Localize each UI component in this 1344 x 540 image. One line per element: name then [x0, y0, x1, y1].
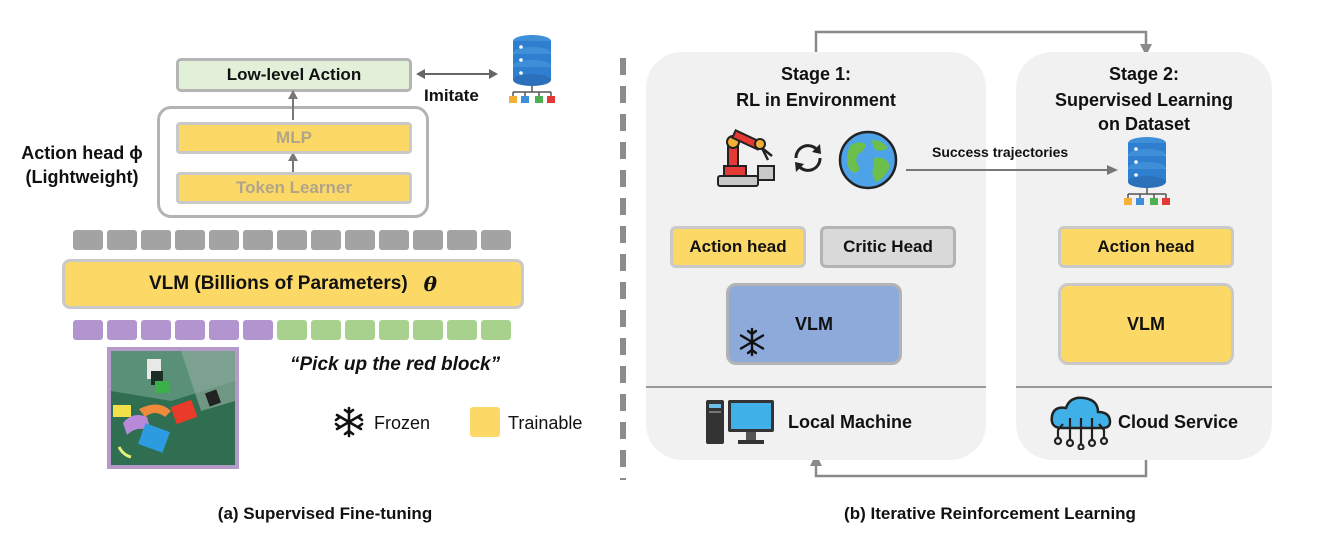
globe-icon — [838, 130, 898, 190]
iteration-loop-arrows — [810, 30, 1152, 478]
image-token — [107, 320, 137, 340]
database-icon — [1124, 137, 1170, 205]
output-token — [379, 230, 409, 250]
local-machine-label: Local Machine — [788, 412, 913, 432]
action-head-label-stage2: Action head — [1097, 237, 1195, 256]
text-token — [345, 320, 375, 340]
scene-image — [107, 347, 239, 469]
stage2-subtitle: Supervised Learning — [1054, 90, 1234, 110]
legend-frozen-label: Frozen — [374, 413, 431, 433]
output-token — [141, 230, 171, 250]
output-token — [447, 230, 477, 250]
arrow-up-to-action — [288, 90, 298, 120]
caption-a: (a) Supervised Fine-tuning — [217, 504, 433, 523]
stage1-title: Stage 1: — [780, 64, 852, 84]
cycle-icon — [794, 144, 822, 172]
token-learner-box: Token Learner — [176, 172, 412, 204]
mlp-box: MLP — [176, 122, 412, 154]
low-level-action-box: Low-level Action — [176, 58, 412, 92]
action-head-box-stage2: Action head — [1058, 226, 1234, 268]
action-head-box-stage1: Action head — [670, 226, 806, 268]
success-trajectories-label: Success trajectories — [932, 144, 1069, 160]
database-icon — [509, 35, 555, 103]
legend-trainable-label: Trainable — [508, 413, 583, 433]
text-token — [277, 320, 307, 340]
output-token — [175, 230, 205, 250]
snowflake-icon — [334, 406, 364, 438]
vlm-box-left: VLM (Billions of Parameters) θ — [62, 259, 524, 309]
legend-trainable-swatch — [470, 407, 500, 437]
image-token — [243, 320, 273, 340]
output-token — [73, 230, 103, 250]
text-token — [311, 320, 341, 340]
action-head-label: Action head ϕ — [21, 143, 143, 163]
output-token — [243, 230, 273, 250]
vlm-label-stage2: VLM — [1127, 313, 1165, 334]
stage2-divider — [1016, 386, 1272, 388]
vlm-label-left: VLM (Billions of Parameters) — [148, 273, 408, 294]
theta-symbol: θ — [423, 272, 437, 296]
output-token — [107, 230, 137, 250]
output-token — [481, 230, 511, 250]
image-token — [73, 320, 103, 340]
critic-head-label: Critic Head — [843, 237, 933, 256]
text-token — [447, 320, 477, 340]
stage1-divider — [646, 386, 986, 388]
success-trajectories-arrow — [906, 165, 1118, 175]
computer-icon — [706, 400, 774, 444]
output-token — [209, 230, 239, 250]
vlm-box-stage2: VLM — [1058, 283, 1234, 365]
image-token — [209, 320, 239, 340]
output-token — [413, 230, 443, 250]
output-token — [311, 230, 341, 250]
action-head-sublabel: (Lightweight) — [25, 167, 139, 187]
imitate-arrow — [416, 69, 498, 79]
text-token — [413, 320, 443, 340]
cloud-service-label: Cloud Service — [1118, 412, 1239, 432]
low-level-action-label: Low-level Action — [226, 65, 362, 84]
arrow-up-to-mlp — [288, 152, 298, 172]
snowflake-icon — [739, 327, 765, 357]
caption-b: (b) Iterative Reinforcement Learning — [844, 504, 1136, 523]
text-token — [481, 320, 511, 340]
action-head-label-stage1: Action head — [689, 237, 787, 256]
mlp-label: MLP — [276, 128, 312, 147]
instruction-text: “Pick up the red block” — [290, 354, 501, 375]
critic-head-box: Critic Head — [820, 226, 956, 268]
output-token — [345, 230, 375, 250]
image-token — [175, 320, 205, 340]
imitate-label: Imitate — [424, 86, 479, 105]
robot-scene-illustration — [111, 351, 235, 465]
vlm-label-stage1: VLM — [795, 313, 833, 334]
text-token — [379, 320, 409, 340]
robot-arm-icon — [717, 129, 775, 187]
stage2-title: Stage 2: — [1108, 64, 1180, 84]
output-token — [277, 230, 307, 250]
stage1-subtitle: RL in Environment — [736, 90, 896, 110]
image-token — [141, 320, 171, 340]
cloud-icon — [1050, 396, 1112, 450]
stage2-subtitle-2: on Dataset — [1097, 114, 1191, 134]
token-learner-label: Token Learner — [236, 178, 352, 197]
dashed-divider — [620, 58, 626, 480]
